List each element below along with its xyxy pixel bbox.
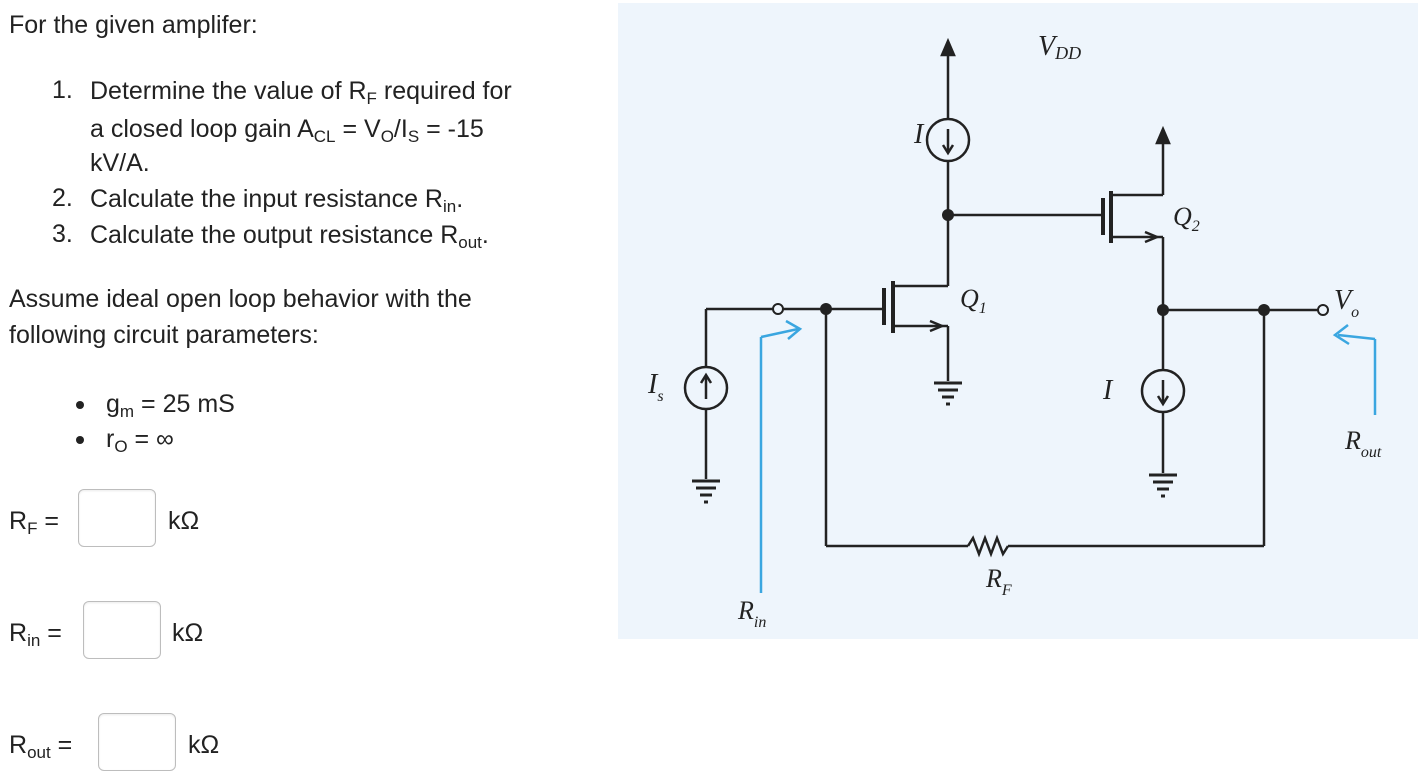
- q1-line1: Determine the value of RF required for: [90, 77, 512, 108]
- circuit-diagram: VDD I I Q2 Q1 Is Vo RF Rin Rout: [618, 3, 1418, 639]
- rin-input[interactable]: [84, 602, 160, 658]
- vdd-label: VDD: [1038, 31, 1081, 63]
- q3-number: 3.: [52, 220, 73, 248]
- i-bot-label: I: [1102, 375, 1114, 406]
- rout-input[interactable]: [99, 714, 175, 770]
- q2-drain-arrow-icon: [1155, 125, 1171, 145]
- rin-label: Rin =: [9, 619, 62, 650]
- q1-number: 1.: [52, 76, 73, 104]
- junction-dot: [1258, 304, 1270, 316]
- q1-label: Q1: [960, 284, 987, 317]
- rf-label: RF =: [9, 507, 59, 538]
- rf-resistor-icon: [966, 534, 1010, 558]
- rf-label-circuit: RF: [985, 564, 1012, 599]
- rout-input-box[interactable]: [98, 713, 176, 771]
- q2-number: 2.: [52, 184, 73, 212]
- bullet-icon: [76, 436, 84, 444]
- rin-arrow-icon: [785, 319, 803, 340]
- param-gm: gm = 25 mS: [106, 390, 235, 421]
- bullet-icon: [76, 401, 84, 409]
- input-terminal-icon: [772, 303, 784, 315]
- rout-arrow-icon: [1332, 324, 1350, 346]
- q2-text: Calculate the input resistance Rin.: [90, 185, 464, 216]
- rf-input[interactable]: [79, 490, 155, 546]
- assume-line2: following circuit parameters:: [9, 321, 319, 349]
- rin-unit: kΩ: [172, 619, 204, 647]
- rf-input-box[interactable]: [78, 489, 156, 547]
- q1-line3: kV/A.: [90, 149, 150, 177]
- assume-line1: Assume ideal open loop behavior with the: [9, 285, 472, 313]
- junction-dot: [1157, 304, 1169, 316]
- rout-label: Rout =: [9, 731, 73, 762]
- prompt-text: For the given amplifer:: [9, 11, 258, 39]
- rin-input-box[interactable]: [83, 601, 161, 659]
- is-label: Is: [647, 369, 664, 405]
- circuit-svg: VDD I I Q2 Q1 Is Vo RF Rin Rout: [647, 31, 1382, 631]
- q3-text: Calculate the output resistance Rout.: [90, 221, 489, 252]
- rout-label-circuit: Rout: [1344, 426, 1382, 461]
- param-ro: rO = ∞: [106, 425, 174, 456]
- junction-dot: [942, 209, 954, 221]
- rout-unit: kΩ: [188, 731, 220, 759]
- i-top-label: I: [913, 119, 925, 150]
- output-terminal-icon: [1317, 304, 1329, 316]
- rf-unit: kΩ: [168, 507, 200, 535]
- q2-label: Q2: [1173, 202, 1200, 235]
- vdd-arrow-icon: [940, 37, 956, 57]
- junction-dot: [820, 303, 832, 315]
- vo-label: Vo: [1334, 285, 1359, 321]
- rin-label-circuit: Rin: [737, 596, 766, 631]
- q1-line2: a closed loop gain ACL = VO/IS = -15: [90, 115, 484, 146]
